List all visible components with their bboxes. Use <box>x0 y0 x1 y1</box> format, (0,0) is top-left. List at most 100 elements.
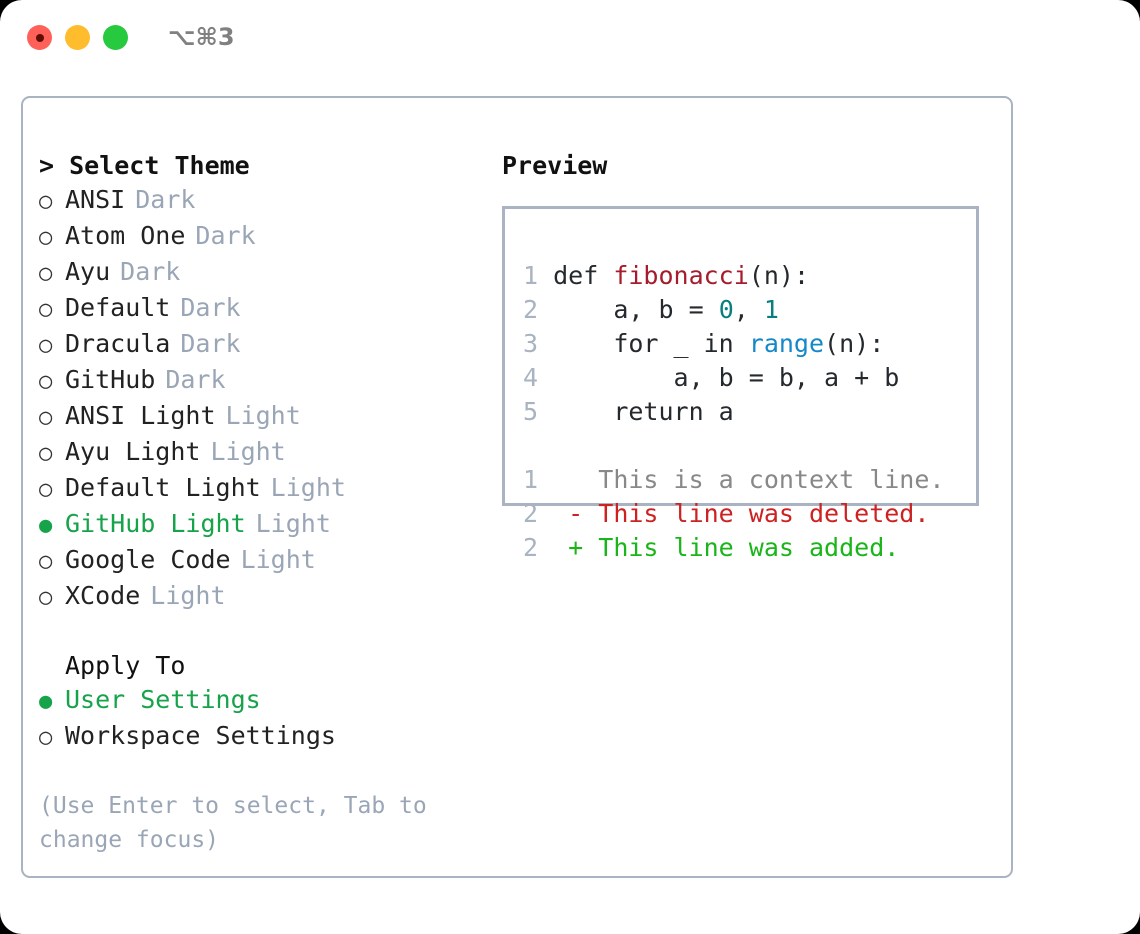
radio-unselected-icon[interactable]: ○ <box>39 441 53 466</box>
radio-selected-icon[interactable]: ● <box>39 689 53 714</box>
list-item[interactable]: ○ ANSI Dark <box>39 183 499 219</box>
code-token: return a <box>553 397 734 426</box>
list-item-tag: Dark <box>120 257 181 286</box>
list-item-tag: Light <box>255 509 331 538</box>
minimize-button[interactable] <box>65 25 90 50</box>
code-token: a, b = <box>553 295 719 324</box>
preview-heading: Preview <box>502 151 608 180</box>
zoom-button[interactable] <box>103 25 128 50</box>
list-item[interactable]: ○ Ayu Light Light <box>39 435 499 471</box>
list-item[interactable]: ● User Settings <box>39 683 499 719</box>
radio-unselected-icon[interactable]: ○ <box>39 477 53 502</box>
list-item-label: User Settings <box>65 685 261 714</box>
code-line: 4 a, b = b, a + b <box>523 361 944 395</box>
code-token: for _ in <box>553 329 749 358</box>
list-item-tag: Dark <box>180 293 241 322</box>
list-item[interactable]: ● GitHub Light Light <box>39 507 499 543</box>
preview-pane: Preview 1 def fibonacci(n):2 a, b = 0, 1… <box>502 149 1002 562</box>
list-item-label: Dracula <box>65 329 171 358</box>
list-item-label: Default <box>65 293 171 322</box>
list-item-tag: Light <box>240 545 316 574</box>
code-line-number: 5 <box>523 397 554 426</box>
list-item-tag: Light <box>150 581 226 610</box>
title-bar: ⌥⌘3 <box>0 0 1140 78</box>
code-blank-line <box>523 429 944 463</box>
list-item-label: GitHub Light <box>65 509 246 538</box>
diff-text: This is a context line. <box>598 465 945 494</box>
list-item[interactable]: ○ Workspace Settings <box>39 719 499 755</box>
radio-unselected-icon[interactable]: ○ <box>39 261 53 286</box>
list-item-tag: Dark <box>165 365 226 394</box>
apply-to-heading: Apply To <box>65 651 186 680</box>
diff-line: 2 + This line was added. <box>523 531 944 565</box>
code-token: (n): <box>748 261 810 290</box>
list-item[interactable]: ○ XCode Light <box>39 579 499 615</box>
radio-unselected-icon[interactable]: ○ <box>39 297 53 322</box>
list-item-label: Ayu Light <box>65 437 201 466</box>
list-item-tag: Dark <box>135 185 196 214</box>
diff-line-number: 2 <box>523 533 569 562</box>
code-token: 0 <box>718 295 734 324</box>
code-line: 5 return a <box>523 395 944 429</box>
list-item[interactable]: ○ GitHub Dark <box>39 363 499 399</box>
diff-marker: + <box>568 533 599 562</box>
code-line: 1 def fibonacci(n): <box>523 259 944 293</box>
list-item-label: Workspace Settings <box>65 721 336 750</box>
diff-marker <box>568 465 598 494</box>
radio-unselected-icon[interactable]: ○ <box>39 333 53 358</box>
select-theme-heading: > Select Theme <box>39 151 250 180</box>
apply-to-list[interactable]: ● User Settings ○ Workspace Settings <box>39 683 499 755</box>
radio-unselected-icon[interactable]: ○ <box>39 405 53 430</box>
list-item-label: Ayu <box>65 257 111 286</box>
keyboard-shortcut-label: ⌥⌘3 <box>168 23 235 51</box>
list-item-label: Atom One <box>65 221 186 250</box>
diff-line-number: 1 <box>523 465 569 494</box>
code-token: fibonacci <box>613 261 749 290</box>
radio-unselected-icon[interactable]: ○ <box>39 369 53 394</box>
radio-unselected-icon[interactable]: ○ <box>39 549 53 574</box>
list-item-tag: Dark <box>180 329 241 358</box>
radio-unselected-icon[interactable]: ○ <box>39 725 53 750</box>
list-item-label: Google Code <box>65 545 231 574</box>
list-item[interactable]: ○ Dracula Dark <box>39 327 499 363</box>
code-token: a, b = b, a + b <box>553 363 900 392</box>
list-item[interactable]: ○ Ayu Dark <box>39 255 499 291</box>
diff-text: This line was added. <box>598 533 900 562</box>
diff-line: 2 - This line was deleted. <box>523 497 944 531</box>
diff-marker: - <box>568 499 599 528</box>
list-spacer <box>39 615 499 649</box>
list-item-label: ANSI Light <box>65 401 216 430</box>
keyboard-hint-text: (Use Enter to select, Tab to change focu… <box>39 793 441 853</box>
list-item[interactable]: ○ Default Dark <box>39 291 499 327</box>
list-item-label: Default Light <box>65 473 261 502</box>
close-button[interactable] <box>27 25 52 50</box>
list-item-label: ANSI <box>65 185 126 214</box>
window-controls <box>27 25 128 50</box>
radio-selected-icon[interactable]: ● <box>39 513 53 538</box>
radio-unselected-icon[interactable]: ○ <box>39 225 53 250</box>
code-token: (n): <box>824 329 885 358</box>
radio-unselected-icon[interactable]: ○ <box>39 585 53 610</box>
radio-unselected-icon[interactable]: ○ <box>39 189 53 214</box>
code-token: def <box>553 261 614 290</box>
list-item[interactable]: ○ ANSI Light Light <box>39 399 499 435</box>
diff-line: 1 This is a context line. <box>523 463 944 497</box>
list-item[interactable]: ○ Atom One Dark <box>39 219 499 255</box>
list-item-tag: Light <box>210 437 286 466</box>
list-item-tag: Light <box>225 401 301 430</box>
diff-text: This line was deleted. <box>598 499 930 528</box>
list-item[interactable]: ○ Google Code Light <box>39 543 499 579</box>
list-item-tag: Dark <box>195 221 256 250</box>
list-item-label: XCode <box>65 581 141 610</box>
code-line-number: 3 <box>523 329 554 358</box>
code-line-number: 4 <box>523 363 554 392</box>
list-item-label: GitHub <box>65 365 156 394</box>
code-token: range <box>748 329 825 358</box>
